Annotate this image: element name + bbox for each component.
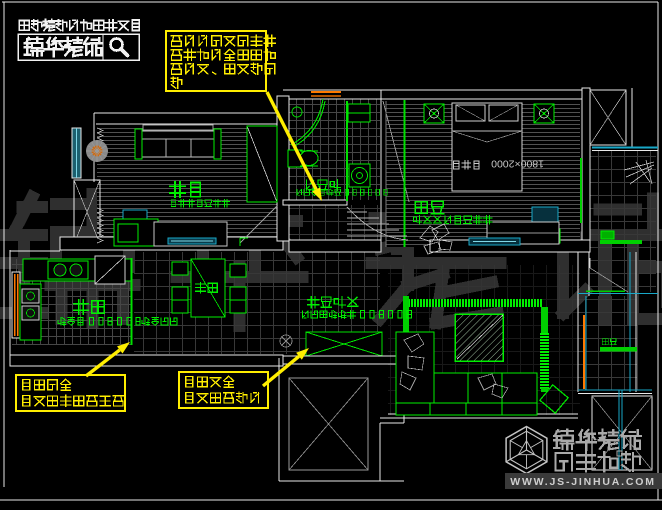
svg-text:1800×2000: 1800×2000 [491, 158, 544, 170]
svg-text:WWW.JS-JINHUA.COM: WWW.JS-JINHUA.COM [510, 476, 656, 488]
